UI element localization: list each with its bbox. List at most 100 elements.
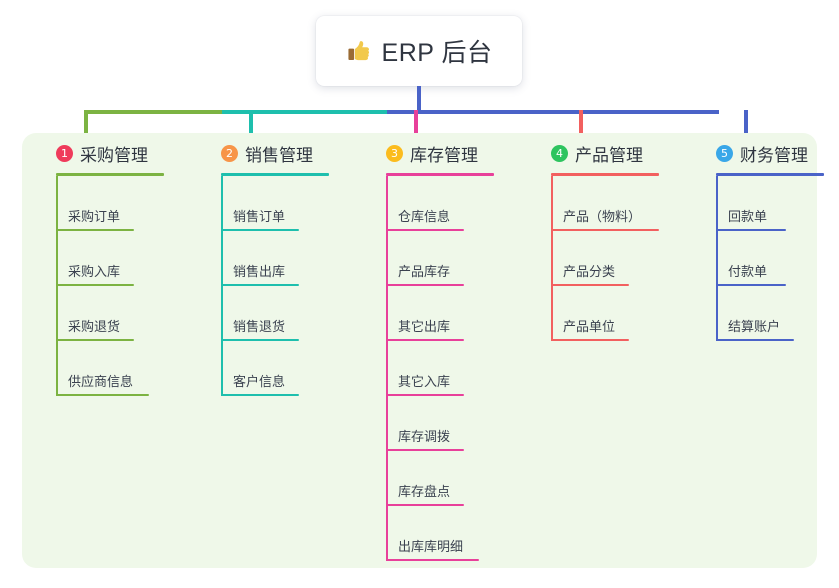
leaf-item[interactable]: 结算账户 xyxy=(716,286,824,341)
leaf-label: 销售出库 xyxy=(233,264,286,279)
leaf-label: 采购订单 xyxy=(68,209,121,224)
connector-bus-segment-3 xyxy=(387,110,719,114)
leaf-spine xyxy=(551,176,553,341)
branch-underline xyxy=(551,173,659,176)
root-node[interactable]: ERP 后台 xyxy=(316,16,522,86)
leaf-spine xyxy=(56,176,58,396)
branch-title: 库存管理 xyxy=(410,145,478,165)
branch-title: 财务管理 xyxy=(740,145,808,165)
connector-branch-stem-5 xyxy=(744,110,748,146)
leaf-item[interactable]: 产品库存 xyxy=(386,231,494,286)
branch-header-5[interactable]: 5 财务管理 xyxy=(698,140,824,166)
leaf-list: 回款单付款单结算账户 xyxy=(698,176,824,341)
leaf-label: 回款单 xyxy=(728,209,768,224)
leaf-underline xyxy=(716,284,786,286)
branch-header-1[interactable]: 1 采购管理 xyxy=(38,140,164,166)
branch-header-3[interactable]: 3 库存管理 xyxy=(368,140,494,166)
leaf-underline xyxy=(56,339,134,341)
leaf-underline xyxy=(551,339,629,341)
branches-panel xyxy=(22,133,817,568)
branch-column-5: 5 财务管理回款单付款单结算账户 xyxy=(698,140,824,341)
branch-number-badge: 4 xyxy=(551,144,568,162)
leaf-label: 库存调拨 xyxy=(398,429,451,444)
leaf-item[interactable]: 回款单 xyxy=(716,176,824,231)
branch-title: 产品管理 xyxy=(575,145,643,165)
leaf-label: 结算账户 xyxy=(728,319,781,334)
branch-header-4[interactable]: 4 产品管理 xyxy=(533,140,659,166)
leaf-item[interactable]: 其它出库 xyxy=(386,286,494,341)
leaf-item[interactable]: 产品单位 xyxy=(551,286,659,341)
branch-number-badge: 2 xyxy=(221,144,238,162)
branch-title: 采购管理 xyxy=(80,145,148,165)
connector-branch-stem-1 xyxy=(84,110,88,146)
leaf-underline xyxy=(56,229,134,231)
leaf-item[interactable]: 库存调拨 xyxy=(386,396,494,451)
leaf-item[interactable]: 产品分类 xyxy=(551,231,659,286)
leaf-underline xyxy=(56,394,149,396)
leaf-item[interactable]: 客户信息 xyxy=(221,341,329,396)
branch-number-badge: 3 xyxy=(386,144,403,162)
leaf-item[interactable]: 仓库信息 xyxy=(386,176,494,231)
leaf-label: 采购入库 xyxy=(68,264,121,279)
leaf-item[interactable]: 采购订单 xyxy=(56,176,164,231)
branch-number-badge: 1 xyxy=(56,144,73,162)
connector-bus-segment-1 xyxy=(84,110,222,114)
leaf-item[interactable]: 采购入库 xyxy=(56,231,164,286)
leaf-item[interactable]: 采购退货 xyxy=(56,286,164,341)
leaf-item[interactable]: 销售订单 xyxy=(221,176,329,231)
leaf-item[interactable]: 出库库明细 xyxy=(386,506,494,561)
leaf-list: 仓库信息产品库存其它出库其它入库库存调拨库存盘点出库库明细 xyxy=(368,176,494,561)
leaf-underline xyxy=(386,504,464,506)
leaf-label: 客户信息 xyxy=(233,374,286,389)
branch-underline xyxy=(716,173,824,176)
leaf-list: 采购订单采购入库采购退货供应商信息 xyxy=(38,176,164,396)
leaf-label: 其它入库 xyxy=(398,374,451,389)
branch-column-4: 4 产品管理产品（物料） 产品分类产品单位 xyxy=(533,140,659,341)
branch-underline xyxy=(221,173,329,176)
leaf-label: 产品单位 xyxy=(563,319,616,334)
leaf-label: 销售退货 xyxy=(233,319,286,334)
leaf-underline xyxy=(386,339,464,341)
leaf-label: 销售订单 xyxy=(233,209,286,224)
leaf-underline xyxy=(551,284,629,286)
leaf-label: 出库库明细 xyxy=(398,539,464,554)
connector-branch-stem-3 xyxy=(414,110,418,146)
leaf-label: 仓库信息 xyxy=(398,209,451,224)
leaf-spine xyxy=(716,176,718,341)
leaf-underline xyxy=(221,394,299,396)
leaf-underline xyxy=(386,559,479,561)
leaf-list: 产品（物料） 产品分类产品单位 xyxy=(533,176,659,341)
connector-branch-stem-2 xyxy=(249,110,253,146)
connector-bus-segment-2 xyxy=(222,110,387,114)
leaf-underline xyxy=(716,339,794,341)
connector-root-stem xyxy=(417,86,421,114)
leaf-item[interactable]: 销售出库 xyxy=(221,231,329,286)
leaf-label: 产品库存 xyxy=(398,264,451,279)
branch-underline xyxy=(386,173,494,176)
leaf-underline xyxy=(386,284,464,286)
branch-number-badge: 5 xyxy=(716,144,733,162)
leaf-underline xyxy=(221,284,299,286)
leaf-item[interactable]: 产品（物料） xyxy=(551,176,659,231)
leaf-label: 产品（物料） xyxy=(563,209,642,224)
root-title: ERP 后台 xyxy=(381,39,493,67)
leaf-item[interactable]: 库存盘点 xyxy=(386,451,494,506)
leaf-label: 采购退货 xyxy=(68,319,121,334)
leaf-label: 供应商信息 xyxy=(68,374,134,389)
leaf-underline xyxy=(221,229,299,231)
leaf-label: 其它出库 xyxy=(398,319,451,334)
leaf-item[interactable]: 付款单 xyxy=(716,231,824,286)
leaf-item[interactable]: 销售退货 xyxy=(221,286,329,341)
leaf-underline xyxy=(386,449,464,451)
thumbs-up-icon xyxy=(346,38,372,64)
connector-branch-stem-4 xyxy=(579,110,583,146)
leaf-underline xyxy=(716,229,786,231)
branch-column-1: 1 采购管理采购订单采购入库采购退货供应商信息 xyxy=(38,140,164,396)
leaf-spine xyxy=(221,176,223,396)
leaf-item[interactable]: 供应商信息 xyxy=(56,341,164,396)
leaf-underline xyxy=(386,394,464,396)
leaf-item[interactable]: 其它入库 xyxy=(386,341,494,396)
